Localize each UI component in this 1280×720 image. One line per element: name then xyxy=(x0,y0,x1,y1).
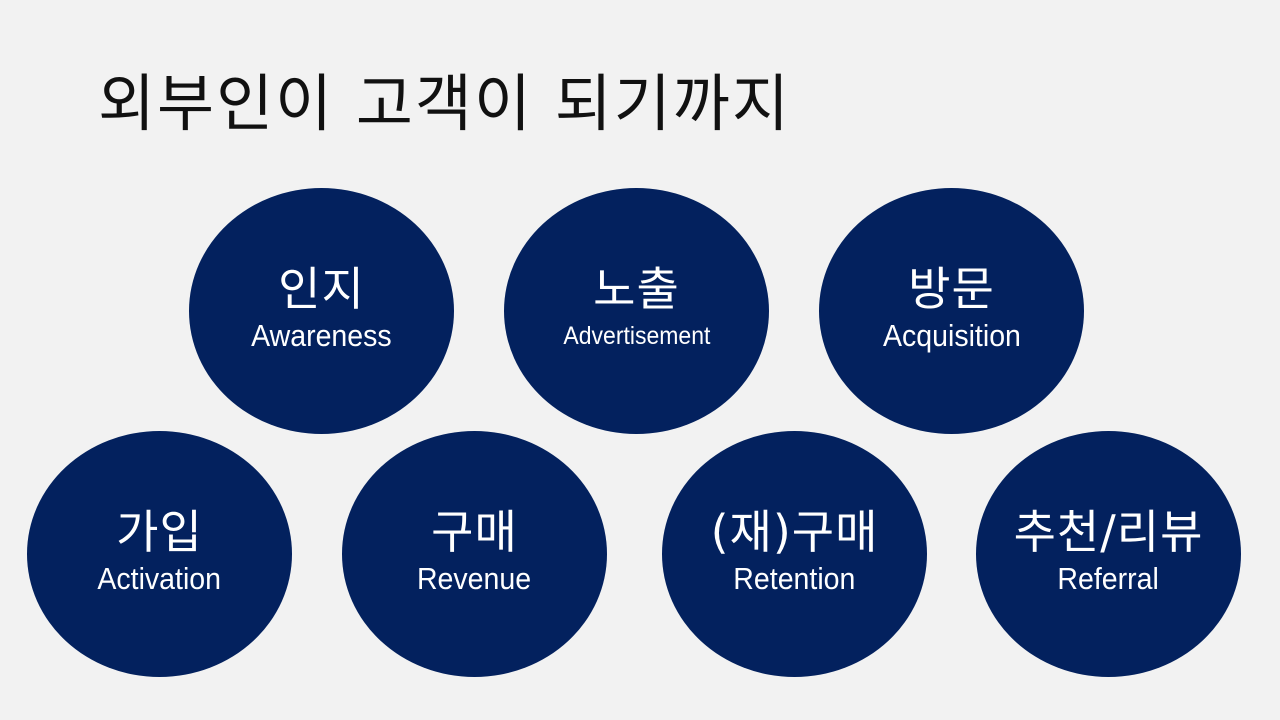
stage-activation: 가입 Activation xyxy=(27,431,292,677)
stage-awareness: 인지 Awareness xyxy=(189,188,454,434)
stage-label-en: Awareness xyxy=(251,318,392,353)
stage-label-ko: 인지 xyxy=(278,262,365,316)
stage-label-en: Activation xyxy=(97,561,222,596)
stage-revenue: 구매 Revenue xyxy=(342,431,607,677)
stage-label-en: Acquisition xyxy=(882,318,1021,353)
stage-label-en: Revenue xyxy=(417,561,532,596)
stage-label-ko: 방문 xyxy=(908,262,995,316)
stage-label-en: Retention xyxy=(733,561,856,596)
stage-retention: (재)구매 Retention xyxy=(662,431,927,677)
stage-label-ko: 구매 xyxy=(431,505,518,559)
stage-referral: 추천/리뷰 Referral xyxy=(976,431,1241,677)
stage-label-en: Advertisement xyxy=(562,322,710,350)
stage-label-ko: 가입 xyxy=(116,505,203,559)
stage-label-ko: (재)구매 xyxy=(710,505,879,559)
stage-acquisition: 방문 Acquisition xyxy=(819,188,1084,434)
stage-label-en: Referral xyxy=(1057,561,1160,596)
stage-label-ko: 노출 xyxy=(593,262,680,316)
stage-label-ko: 추천/리뷰 xyxy=(1013,505,1204,559)
stage-advertisement: 노출 Advertisement xyxy=(504,188,769,434)
slide-title: 외부인이 고객이 되기까지 xyxy=(98,67,791,140)
